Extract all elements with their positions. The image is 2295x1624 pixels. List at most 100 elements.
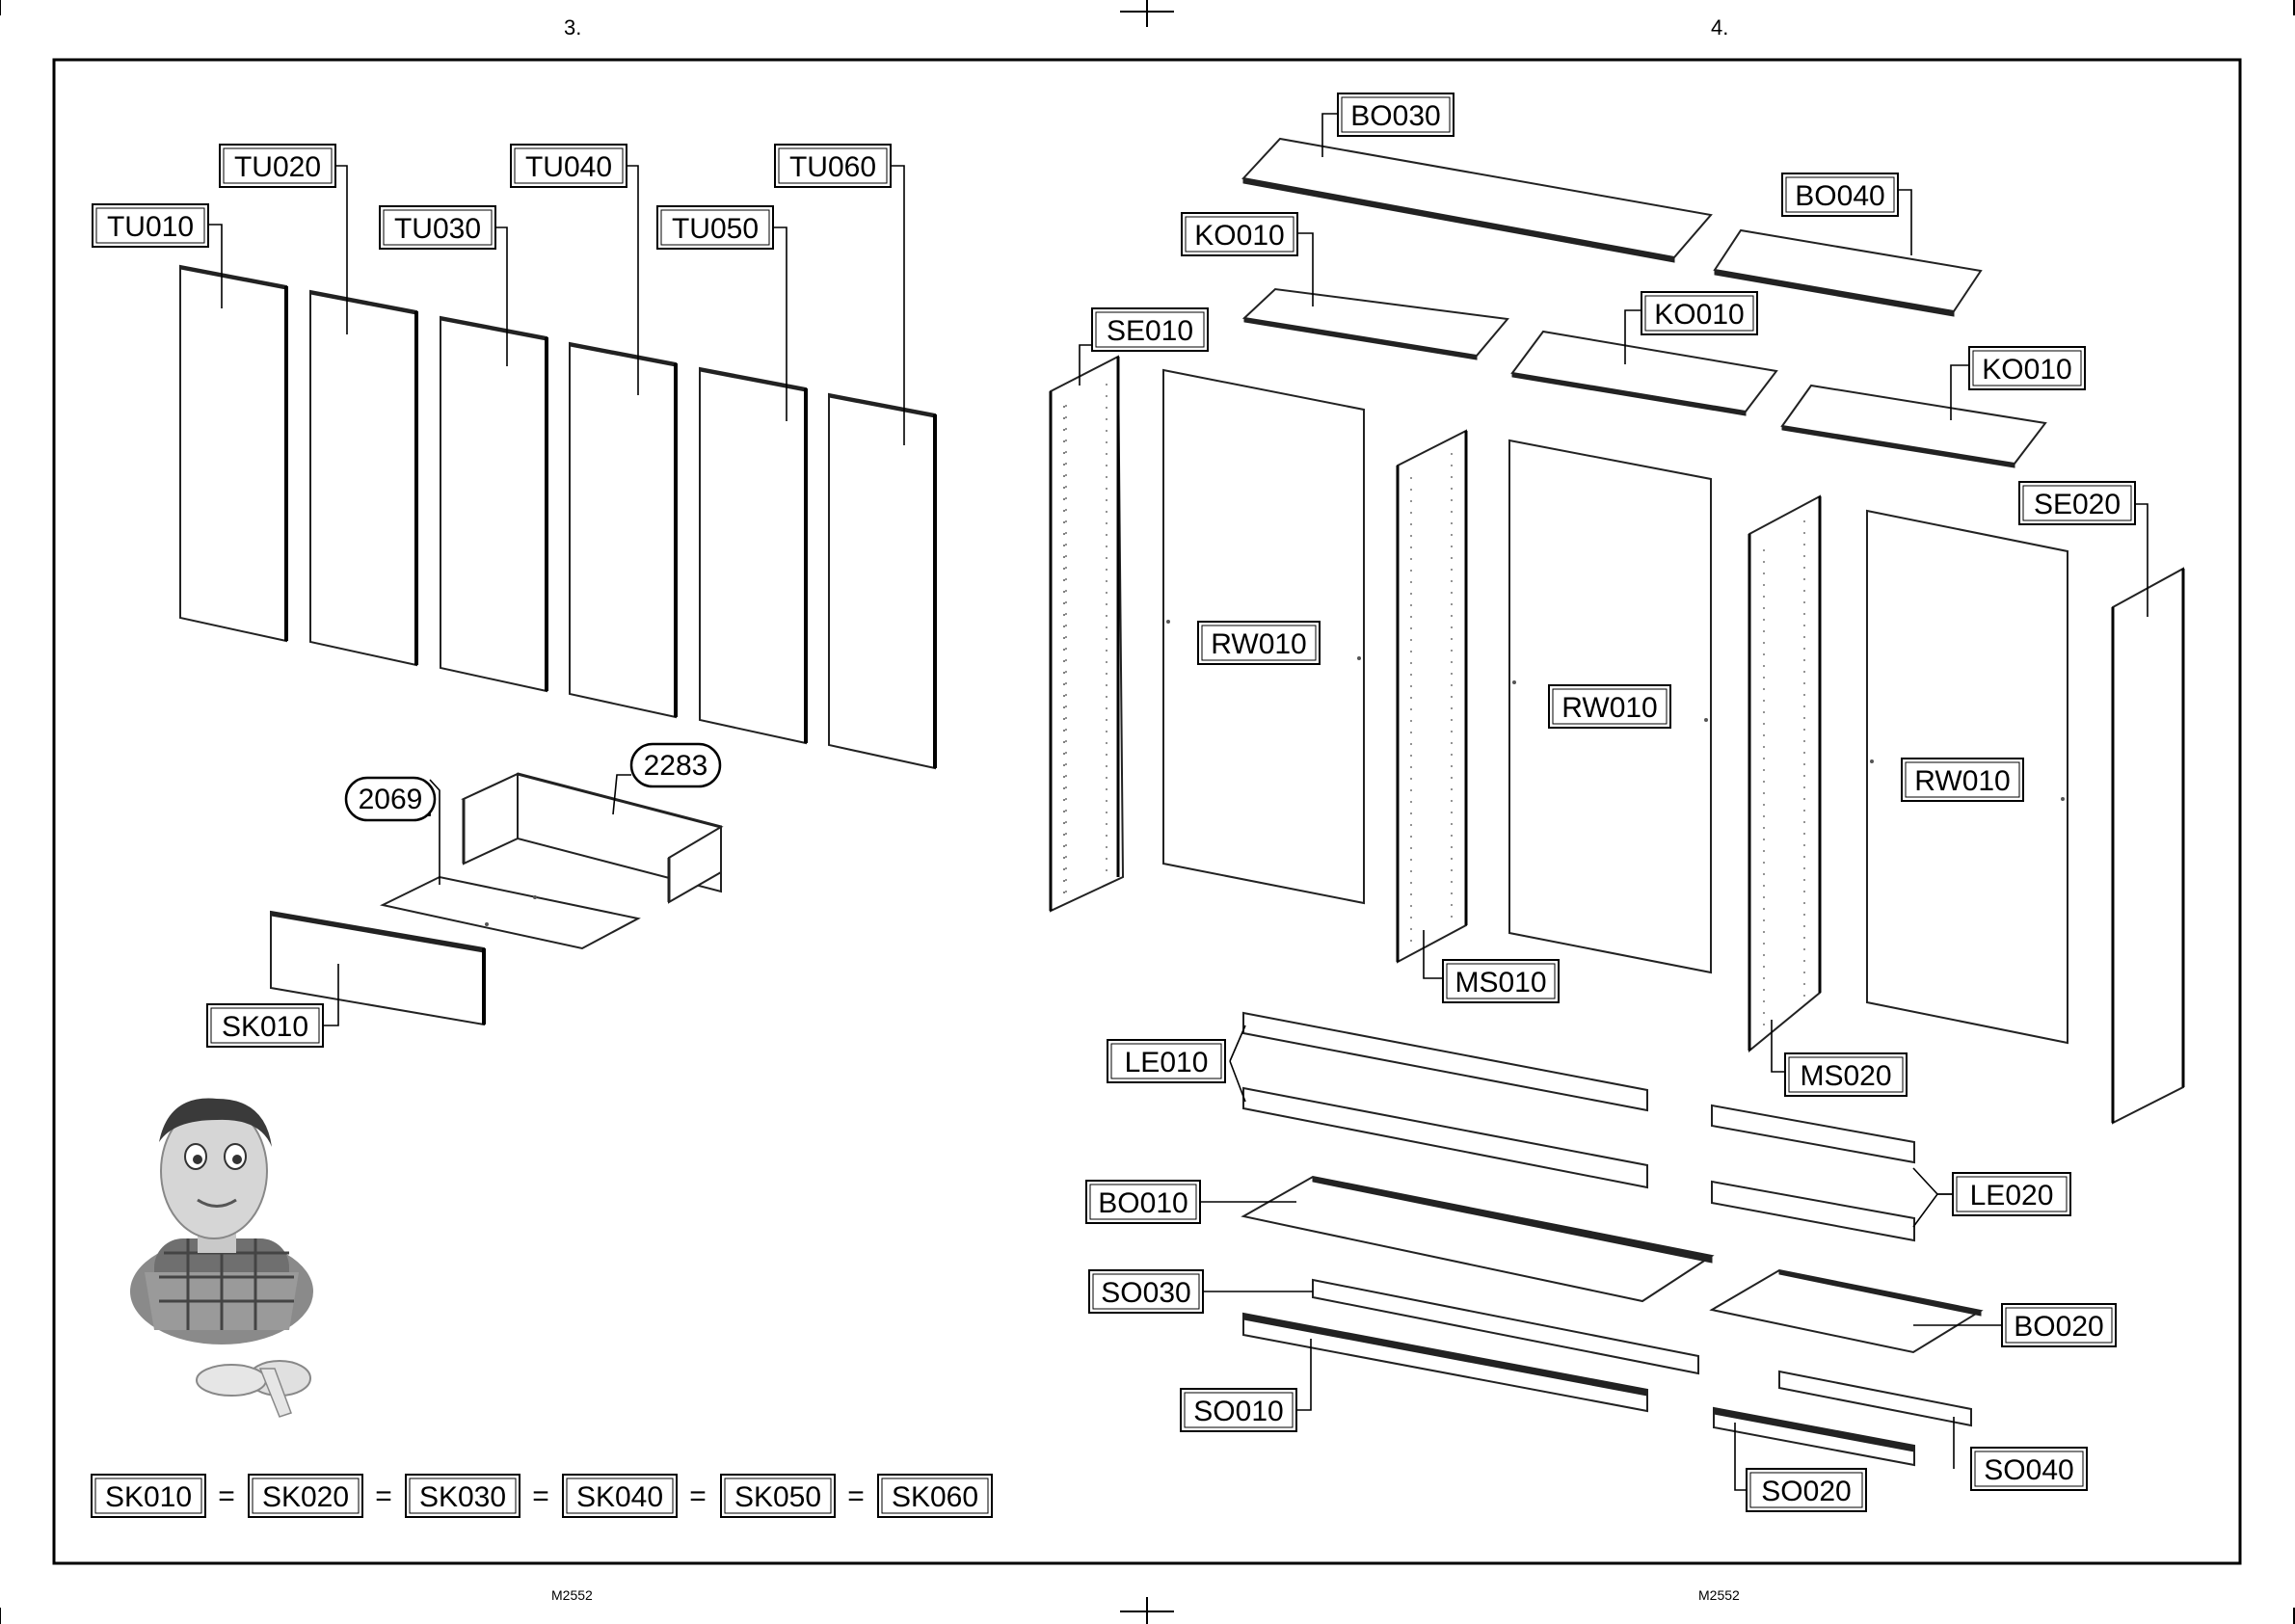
equivalence-row: SK010 = SK020 = SK030 = SK040 = SK050 = bbox=[92, 1475, 992, 1517]
label-bo020: BO020 bbox=[2002, 1304, 2116, 1346]
drawer-assembly bbox=[271, 774, 721, 1025]
label-tu050: TU050 bbox=[657, 206, 773, 249]
svg-text:SE010: SE010 bbox=[1107, 315, 1193, 347]
label-se010: SE010 bbox=[1092, 308, 1208, 351]
cartoon-mascot-pointing-icon bbox=[130, 1099, 313, 1417]
middle-panel-ms020 bbox=[1749, 496, 1820, 1051]
equiv-item-sk050: SK050 bbox=[721, 1475, 835, 1517]
label-tu060: TU060 bbox=[775, 145, 891, 187]
plinth-so040 bbox=[1779, 1371, 1971, 1425]
label-ko010-b: KO010 bbox=[1641, 292, 1757, 334]
svg-text:BO030: BO030 bbox=[1350, 100, 1440, 132]
svg-text:SK040: SK040 bbox=[576, 1481, 663, 1513]
dimension-2069: 2069 bbox=[346, 778, 435, 820]
label-so030: SO030 bbox=[1089, 1270, 1203, 1313]
svg-text:TU010: TU010 bbox=[107, 211, 194, 243]
door-panel-tu030 bbox=[440, 317, 547, 691]
label-tu020: TU020 bbox=[220, 145, 335, 187]
equiv-item-sk010: SK010 bbox=[92, 1475, 205, 1517]
equiv-item-sk060: SK060 bbox=[878, 1475, 992, 1517]
equals-sign-4: = bbox=[689, 1480, 707, 1512]
label-rw010-b: RW010 bbox=[1549, 685, 1670, 728]
equals-sign-3: = bbox=[532, 1480, 549, 1512]
label-rw010-c: RW010 bbox=[1902, 759, 2023, 801]
door-panel-tu010 bbox=[180, 266, 286, 641]
svg-text:SK060: SK060 bbox=[892, 1481, 978, 1513]
equiv-item-sk020: SK020 bbox=[249, 1475, 362, 1517]
svg-text:SK010: SK010 bbox=[105, 1481, 192, 1513]
svg-text:SO030: SO030 bbox=[1101, 1277, 1190, 1309]
dimension-2283: 2283 bbox=[631, 744, 720, 786]
svg-text:KO010: KO010 bbox=[1194, 220, 1284, 252]
label-rw010-a: RW010 bbox=[1198, 622, 1320, 664]
footer-code-right: M2552 bbox=[1698, 1587, 1740, 1603]
label-so040: SO040 bbox=[1971, 1448, 2087, 1490]
svg-text:LE010: LE010 bbox=[1125, 1047, 1209, 1078]
svg-text:BO010: BO010 bbox=[1098, 1187, 1188, 1219]
equals-sign-1: = bbox=[218, 1480, 235, 1512]
label-ko010-c: KO010 bbox=[1969, 347, 2085, 389]
svg-text:KO010: KO010 bbox=[1982, 354, 2071, 386]
svg-text:TU030: TU030 bbox=[394, 213, 481, 245]
svg-text:TU040: TU040 bbox=[525, 151, 612, 183]
svg-text:MS020: MS020 bbox=[1800, 1060, 1891, 1092]
page-number-left: 3. bbox=[564, 15, 581, 40]
label-ms010: MS010 bbox=[1443, 960, 1559, 1002]
label-le010: LE010 bbox=[1107, 1040, 1225, 1082]
side-panel-se010 bbox=[1051, 357, 1123, 911]
door-panel-tu020 bbox=[310, 291, 416, 665]
label-ms020: MS020 bbox=[1785, 1053, 1907, 1096]
plinth-so010 bbox=[1243, 1314, 1647, 1411]
svg-text:SE020: SE020 bbox=[2034, 489, 2121, 520]
svg-text:TU060: TU060 bbox=[789, 151, 876, 183]
label-tu010: TU010 bbox=[93, 204, 208, 247]
svg-text:SK050: SK050 bbox=[734, 1481, 821, 1513]
svg-text:SK010: SK010 bbox=[222, 1011, 308, 1043]
shelf-ko010-b bbox=[1512, 332, 1776, 415]
rail-le010-a bbox=[1243, 1013, 1647, 1110]
equiv-item-sk040: SK040 bbox=[563, 1475, 677, 1517]
svg-text:SK020: SK020 bbox=[262, 1481, 349, 1513]
equals-sign-2: = bbox=[375, 1480, 392, 1512]
equiv-item-sk030: SK030 bbox=[406, 1475, 520, 1517]
side-panel-se020 bbox=[2113, 569, 2183, 1123]
label-bo010: BO010 bbox=[1086, 1181, 1200, 1223]
middle-panel-ms010 bbox=[1398, 431, 1466, 962]
door-panels bbox=[180, 266, 935, 768]
svg-text:LE020: LE020 bbox=[1970, 1180, 2054, 1211]
svg-text:SO020: SO020 bbox=[1761, 1476, 1851, 1507]
svg-text:RW010: RW010 bbox=[1211, 628, 1307, 660]
svg-text:BO040: BO040 bbox=[1795, 180, 1884, 212]
svg-text:2283: 2283 bbox=[644, 750, 708, 782]
label-ko010-a: KO010 bbox=[1182, 213, 1297, 255]
bottom-board-bo020 bbox=[1712, 1270, 1981, 1352]
svg-text:RW010: RW010 bbox=[1914, 765, 2011, 797]
door-panel-tu040 bbox=[570, 343, 676, 717]
drawer-box bbox=[464, 774, 721, 902]
svg-text:TU020: TU020 bbox=[234, 151, 321, 183]
label-bo040: BO040 bbox=[1782, 173, 1898, 216]
svg-text:SK030: SK030 bbox=[419, 1481, 506, 1513]
door-panel-tu050 bbox=[700, 368, 806, 743]
svg-text:RW010: RW010 bbox=[1561, 692, 1658, 724]
svg-text:KO010: KO010 bbox=[1654, 299, 1744, 331]
svg-text:SO040: SO040 bbox=[1984, 1454, 2073, 1486]
svg-text:BO020: BO020 bbox=[2014, 1311, 2103, 1343]
rail-le020-a bbox=[1712, 1105, 1914, 1162]
svg-text:2069: 2069 bbox=[359, 784, 423, 815]
label-se020: SE020 bbox=[2019, 482, 2135, 524]
svg-text:MS010: MS010 bbox=[1454, 967, 1546, 998]
label-so020: SO020 bbox=[1747, 1469, 1866, 1511]
label-le020: LE020 bbox=[1953, 1173, 2070, 1215]
rail-le020-b bbox=[1712, 1182, 1914, 1240]
rail-le010-b bbox=[1243, 1088, 1647, 1187]
svg-text:TU050: TU050 bbox=[672, 213, 759, 245]
label-so010: SO010 bbox=[1181, 1389, 1296, 1431]
label-sk010: SK010 bbox=[207, 1004, 323, 1047]
door-panel-tu060 bbox=[829, 394, 935, 768]
equals-sign-5: = bbox=[847, 1480, 865, 1512]
label-bo030: BO030 bbox=[1338, 93, 1454, 136]
plinth-so020 bbox=[1714, 1408, 1914, 1465]
label-tu030: TU030 bbox=[380, 206, 495, 249]
footer-code-left: M2552 bbox=[551, 1587, 593, 1603]
